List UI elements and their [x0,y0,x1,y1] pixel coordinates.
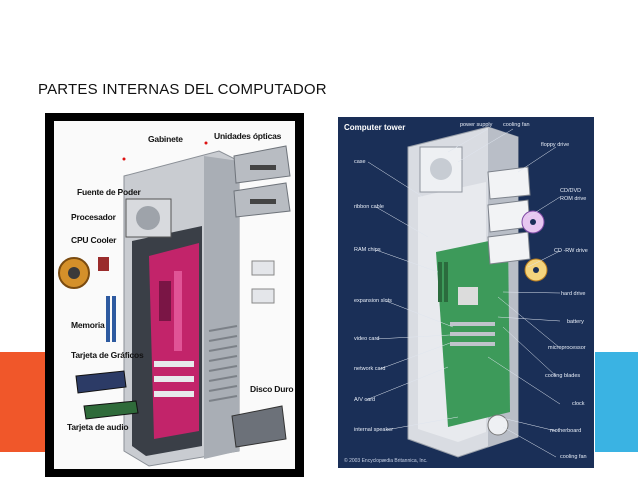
label-clock: clock [572,401,585,407]
label-cooling-fan-bottom: cooling fan [560,454,587,460]
label-expansion-slots: expansion slots [354,298,392,304]
label-procesador: Procesador [71,212,116,222]
label-hard-drive: hard drive [561,291,586,297]
accent-band-right [595,352,638,452]
label-tarjeta-graficos: Tarjeta de Gráficos [71,350,144,360]
accent-band-left [0,352,48,452]
label-cpu-cooler: CPU Cooler [71,235,117,245]
label-disco-duro: Disco Duro [250,384,294,394]
computer-tower-diagram-en: Computer tower power supply cooling fan … [338,117,594,468]
label-av-card: A/V card [354,397,376,403]
label-gabinete: Gabinete [148,134,183,144]
label-unidades-opticas: Unidades ópticas [214,131,282,141]
label-network-card: network card [354,366,386,372]
label-floppy-drive: floppy drive [541,142,570,148]
label-power-supply: power supply [460,122,493,128]
label-battery: battery [567,319,584,325]
label-cd-rw-drive: CD -RW drive [554,248,588,254]
computer-tower-illustration [365,126,561,458]
slide-title: PARTES INTERNAS DEL COMPUTADOR [38,81,327,98]
copyright-text: © 2003 Encyclopædia Britannica, Inc. [344,458,428,464]
label-video-card: video card [354,336,380,342]
label-ribbon-cable: ribbon cable [354,204,384,210]
label-ram-chips: RAM chips [354,247,381,253]
label-rom-drive: ROM drive [560,196,587,202]
computer-case-illustration [58,141,291,467]
label-cooling-blades: cooling blades [545,373,581,379]
label-cooling-fan-top: cooling fan [503,122,530,128]
label-case: case [354,159,366,165]
label-microprocessor: microprocessor [548,345,586,351]
computer-parts-image-es: Gabinete Unidades ópticas Fuente de Pode… [45,113,304,477]
diagram-title: Computer tower [344,123,406,132]
label-internal-speaker: internal speaker [354,427,394,433]
label-motherboard: motherboard [550,428,582,434]
label-memoria: Memoria [71,320,105,330]
label-cd-dvd: CD/DVD [560,188,582,194]
label-fuente-de-poder: Fuente de Poder [77,187,141,197]
label-tarjeta-audio: Tarjeta de audio [67,422,129,432]
